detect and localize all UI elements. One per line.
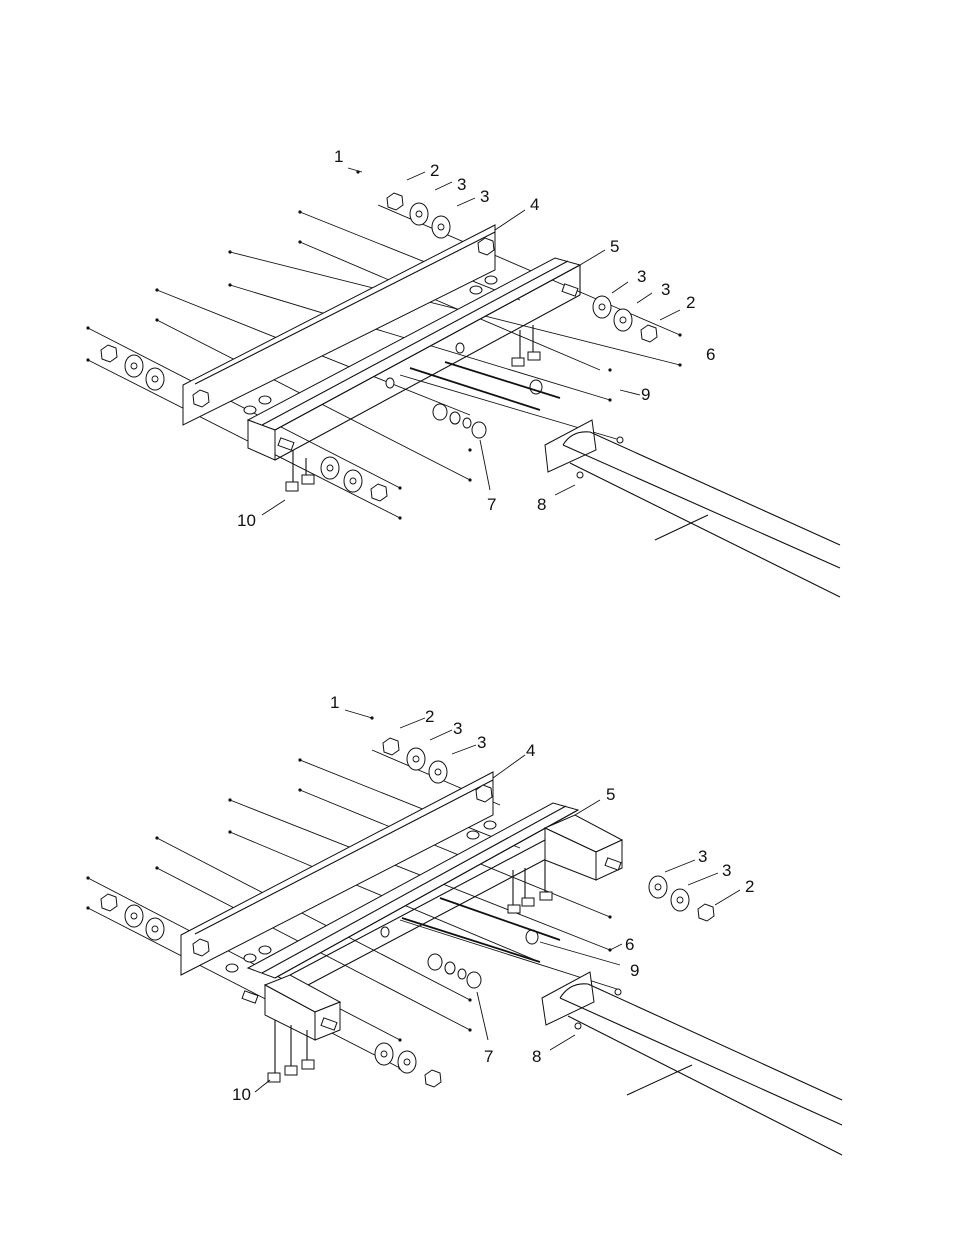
callout-8: 8	[532, 1047, 541, 1066]
callout-10: 10	[237, 511, 256, 530]
callout-3: 3	[457, 175, 466, 194]
callout-4: 4	[530, 195, 539, 214]
upper-axis-dots	[86, 170, 681, 519]
callout-3: 3	[453, 719, 462, 738]
callout-6: 6	[706, 345, 715, 364]
callout-8: 8	[537, 495, 546, 514]
callout-5: 5	[606, 785, 615, 804]
callout-4: 4	[526, 741, 535, 760]
upper-left-hardware	[101, 345, 209, 407]
callout-3: 3	[661, 280, 670, 299]
callout-6: 6	[625, 935, 634, 954]
callout-3: 3	[722, 861, 731, 880]
callout-3: 3	[480, 187, 489, 206]
callout-2: 2	[686, 293, 695, 312]
callout-2: 2	[430, 161, 439, 180]
callout-3: 3	[698, 847, 707, 866]
callout-10: 10	[232, 1085, 251, 1104]
upper-bushing-set	[433, 404, 486, 438]
callout-2: 2	[425, 707, 434, 726]
callout-9: 9	[630, 961, 639, 980]
lower-axis-dots	[86, 716, 611, 1069]
callout-3: 3	[637, 267, 646, 286]
callout-2: 2	[745, 877, 754, 896]
callout-7: 7	[487, 495, 496, 514]
lower-bushing-set	[428, 954, 481, 988]
callout-1: 1	[330, 693, 339, 712]
upper-assembly: 1 2 3 3 4 5 3 3 2 6 9 7 8 10	[86, 147, 840, 597]
callout-1: 1	[334, 147, 343, 166]
callout-9: 9	[641, 385, 650, 404]
callout-7: 7	[484, 1047, 493, 1066]
lower-assembly: 1 2 3 3 4 5 3 3 2 6 9 7 8 10	[86, 693, 842, 1155]
lower-axis-lines	[88, 750, 620, 1068]
lower-tongue	[542, 972, 842, 1155]
callout-5: 5	[610, 237, 619, 256]
upper-lower-left-hardware	[278, 438, 387, 501]
upper-tongue	[545, 420, 840, 597]
lower-pins	[402, 898, 560, 962]
callout-3: 3	[477, 733, 486, 752]
